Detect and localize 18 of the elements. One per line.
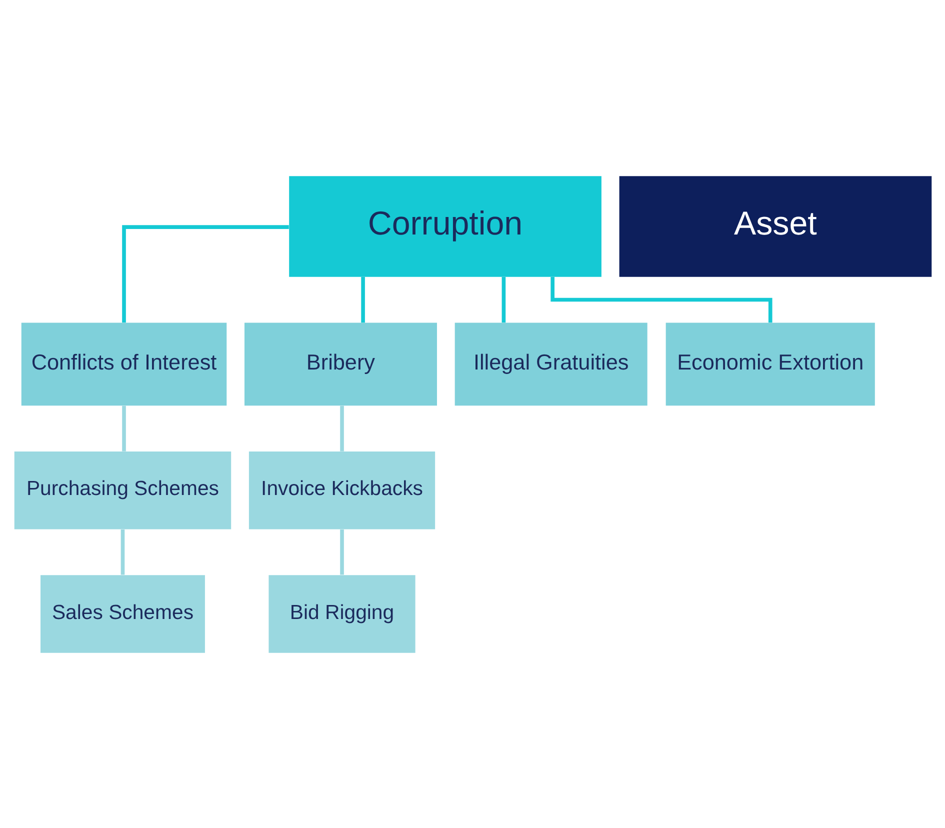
node-box: Bid Rigging bbox=[268, 574, 415, 652]
node-box: Illegal Gratuities bbox=[454, 322, 647, 406]
node-box: Bribery bbox=[244, 322, 436, 406]
connector bbox=[122, 405, 126, 451]
connector bbox=[550, 276, 772, 322]
connector bbox=[340, 405, 344, 451]
connector bbox=[360, 276, 364, 322]
node-box: Conflicts of Interest bbox=[20, 322, 226, 406]
node-box: Invoice Kickbacks bbox=[248, 450, 435, 529]
connector bbox=[501, 276, 506, 322]
node-box: Sales Schemes bbox=[40, 574, 204, 652]
node-box: Asset bbox=[618, 176, 932, 276]
connector bbox=[122, 224, 288, 322]
node-box: Purchasing Schemes bbox=[14, 450, 231, 529]
connector bbox=[120, 528, 124, 574]
connector bbox=[340, 528, 344, 574]
node-box: Economic Extortion bbox=[665, 322, 874, 406]
node-box: Corruption bbox=[288, 176, 601, 276]
